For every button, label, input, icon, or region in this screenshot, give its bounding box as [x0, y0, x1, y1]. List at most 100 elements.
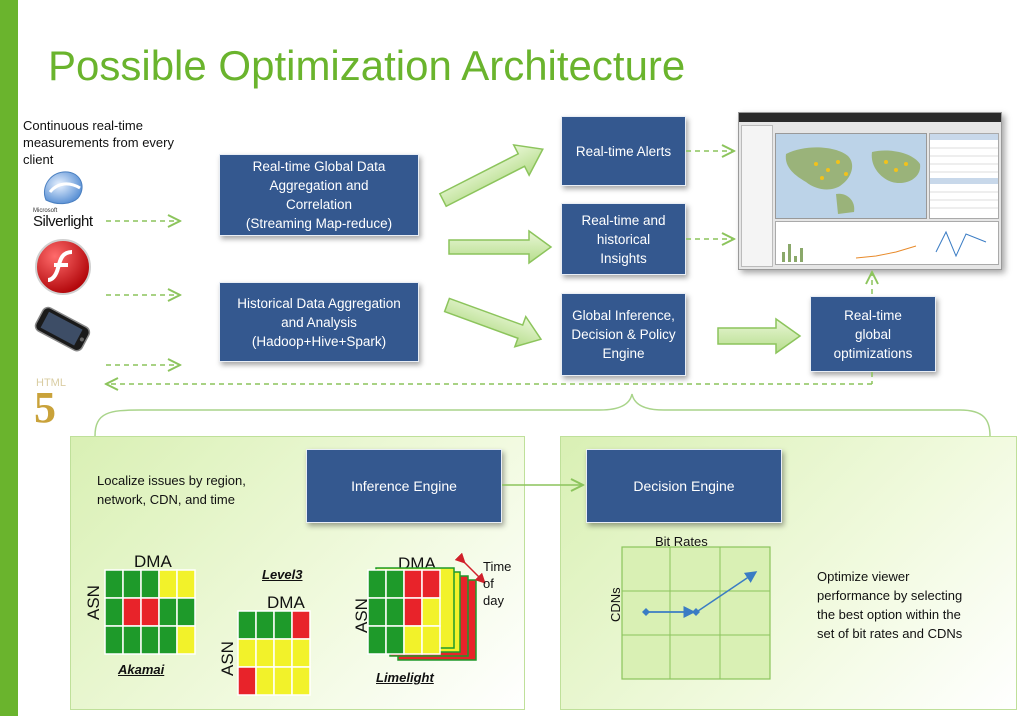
akamai-grid-cell — [104, 597, 124, 627]
akamai-grid-cell — [140, 625, 160, 655]
akamai-asn-label: ASN — [84, 585, 103, 620]
dashboard-screenshot — [738, 112, 1002, 270]
inference-engine-box: Inference Engine — [306, 449, 502, 523]
akamai-grid-cell — [122, 625, 142, 655]
dashboard-table-lines — [930, 134, 998, 209]
box-line: global — [854, 326, 891, 342]
level3-grid-cell — [237, 666, 257, 696]
limelight-grid-cell — [421, 625, 441, 655]
dashboard-chart-lines — [782, 230, 987, 262]
decision-grid — [621, 546, 771, 680]
dashboard-map — [775, 133, 927, 219]
box-line: (Streaming Map-reduce) — [245, 216, 393, 231]
box-line: Insights — [600, 250, 647, 266]
block-arrow-to-alerts — [438, 143, 544, 208]
level3-grid-cell — [291, 638, 311, 668]
page-title: Possible Optimization Architecture — [48, 42, 686, 89]
level3-grid-cell — [255, 666, 275, 696]
block-arrow-to-optimizations — [717, 317, 802, 355]
level3-grid-cell — [255, 638, 275, 668]
inference-note: Localize issues by region, network, CDN,… — [97, 471, 246, 509]
inference-note-line: Localize issues by region, — [97, 473, 246, 488]
iphone-image — [30, 306, 94, 352]
box-line: Historical Data Aggregation — [237, 295, 401, 311]
limelight-grid — [367, 569, 441, 655]
box-line: Aggregation and — [269, 178, 369, 193]
grouping-brace — [94, 393, 991, 437]
intro-note-line: Continuous real-time — [23, 118, 143, 133]
limelight-grid-cell — [367, 625, 387, 655]
time-of-day-label: Time of day — [483, 558, 511, 609]
akamai-grid-cell — [158, 625, 178, 655]
global-optimizations-box: Real-time global optimizations — [810, 296, 936, 372]
limelight-grid-cell — [421, 569, 441, 599]
akamai-grid-cell — [104, 569, 124, 599]
akamai-grid — [104, 569, 196, 655]
level3-grid — [237, 610, 311, 696]
time-of-day-line: day — [483, 593, 504, 608]
box-line: Decision & Policy — [571, 327, 676, 342]
historical-aggregation-box: Historical Data Aggregation and Analysis… — [219, 282, 419, 362]
box-line: historical — [596, 231, 651, 247]
limelight-grid-cell — [385, 569, 405, 599]
box-line: Real-time Global Data — [252, 159, 386, 174]
dashboard-table — [929, 133, 999, 219]
box-line: (Hadoop+Hive+Spark) — [251, 333, 387, 349]
decision-note-line: performance by selecting — [817, 588, 963, 603]
inference-policy-box: Global Inference, Decision & Policy Engi… — [561, 293, 686, 376]
akamai-grid-cell — [140, 597, 160, 627]
alerts-box: Real-time Alerts — [561, 116, 686, 186]
level3-dma-label: DMA — [267, 593, 305, 612]
level3-grid-cell — [273, 666, 293, 696]
level3-grid-cell — [291, 610, 311, 640]
decision-note-line: Optimize viewer — [817, 569, 910, 584]
akamai-grid-cell — [176, 625, 196, 655]
akamai-grid-cell — [176, 569, 196, 599]
limelight-grid-cell — [421, 597, 441, 627]
decision-note-line: the best option within the — [817, 607, 961, 622]
block-arrow-to-engine — [443, 297, 543, 348]
level3-grid-cell — [273, 638, 293, 668]
bitrates-label: Bit Rates — [655, 534, 708, 549]
limelight-grid-cell — [403, 597, 423, 627]
html5-logo: HTML 5 — [30, 368, 86, 432]
box-line: Real-time — [844, 307, 902, 323]
dashboard-sidebar — [741, 125, 773, 267]
iphone-icon — [34, 306, 91, 352]
akamai-grid-cell — [104, 625, 124, 655]
limelight-grid-cell — [367, 597, 387, 627]
intro-note-line: client — [23, 152, 54, 167]
html5-icon: HTML 5 — [34, 377, 66, 432]
svg-text:HTML: HTML — [36, 377, 66, 389]
decision-path-arrow — [697, 571, 758, 612]
time-of-day-line: Time — [483, 559, 512, 574]
dashboard-charts — [775, 221, 999, 265]
limelight-grid-cell — [367, 569, 387, 599]
intro-note-line: measurements from every — [23, 135, 174, 150]
akamai-dma-label: DMA — [134, 552, 172, 571]
intro-note: Continuous real-time measurements from e… — [23, 117, 174, 168]
silverlight-icon — [44, 171, 83, 205]
silverlight-text: Silverlight — [33, 213, 93, 230]
box-line: Global Inference, — [572, 308, 675, 323]
insights-box: Real-time and historical Insights — [561, 203, 686, 275]
decision-point — [642, 608, 650, 616]
akamai-grid-cell — [176, 597, 196, 627]
flash-logo — [34, 238, 92, 296]
svg-text:5: 5 — [34, 383, 56, 432]
limelight-grid-cell — [403, 625, 423, 655]
accent-bar — [0, 0, 18, 716]
level3-grid-cell — [291, 666, 311, 696]
box-line: optimizations — [833, 345, 913, 361]
decision-note-line: set of bit rates and CDNs — [817, 626, 963, 641]
akamai-grid-cell — [122, 569, 142, 599]
box-line: Real-time and — [581, 212, 666, 228]
akamai-label: Akamai — [118, 662, 165, 677]
silverlight-logo — [38, 168, 88, 208]
realtime-aggregation-box: Real-time Global Data Aggregation and Co… — [219, 154, 419, 236]
box-line: and Analysis — [281, 314, 357, 330]
silverlight-small-text: Microsoft — [33, 208, 58, 214]
box-line: Engine — [602, 346, 645, 361]
akamai-grid-cell — [158, 569, 178, 599]
limelight-grid-cell — [403, 569, 423, 599]
